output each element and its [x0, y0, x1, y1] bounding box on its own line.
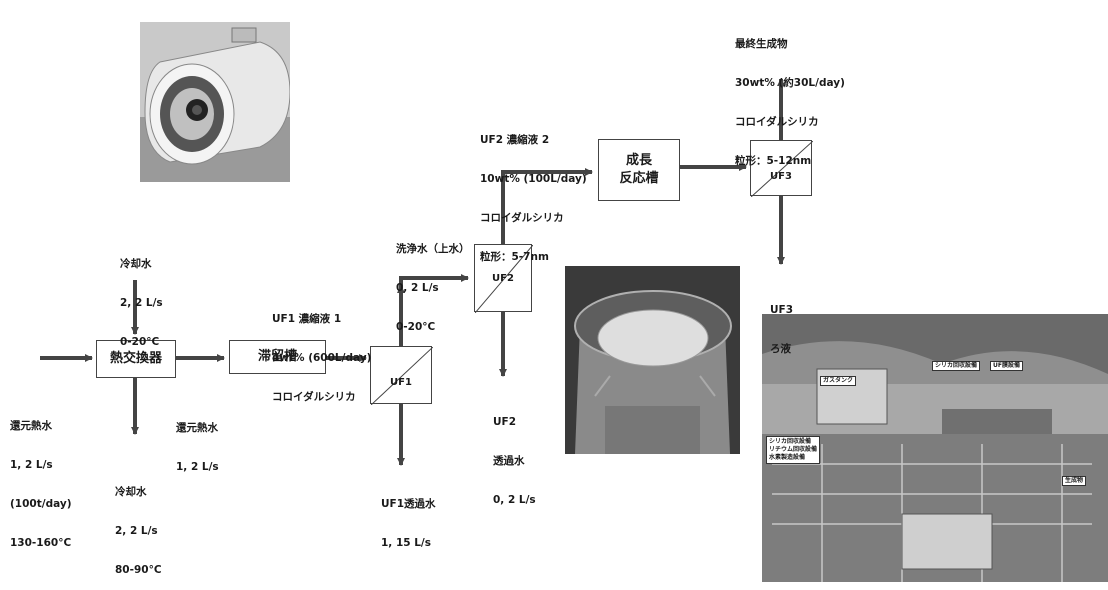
tank-photo	[565, 266, 740, 454]
uf2-concentrate-text: UF2 濃縮液 2 10wt% (100L/day) コロイダルシリカ 粒形：5…	[480, 108, 587, 277]
final-product-text: 最終生成物 30wt% (約30L/day) コロイダルシリカ 粒形：5-12n…	[735, 12, 845, 181]
uf3-filtrate-line-1: UF3	[770, 304, 794, 316]
membrane-housing-photo	[140, 22, 290, 182]
uf1-concentrate-text: UF1 濃縮液 1 4wt% (600L/day) コロイダルシリカ	[272, 287, 371, 417]
wash-water-line-3: 0-20°C	[396, 321, 436, 333]
uf3-filtrate-text: UF3 ろ液	[770, 278, 793, 369]
growth-tank-label-1: 成長	[625, 153, 652, 168]
uf2-perm-line-3: 0, 2 L/s	[493, 494, 536, 506]
growth-tank-label-2: 反応槽	[619, 171, 659, 186]
uf2-conc-line-1: UF2 濃縮液 2	[480, 134, 550, 146]
cooling-in-line-1: 冷却水	[120, 258, 152, 270]
final-product-line-2: 30wt% (約30L/day)	[735, 77, 845, 89]
geo-return-text: 還元熱水 1, 2 L/s	[176, 396, 219, 487]
uf1-conc-line-1: UF1 濃縮液 1	[272, 313, 342, 325]
uf2-to-growth-arrow	[501, 168, 593, 244]
cooling-out-text: 冷却水 2, 2 L/s 80-90°C	[115, 460, 162, 590]
uf2-conc-line-4: 粒形：5-7nm	[480, 251, 549, 263]
geo-in-line-1: 還元熱水	[10, 420, 52, 432]
heat-exchanger-label: 熱交換器	[109, 351, 162, 366]
uf2-conc-line-3: コロイダルシリカ	[480, 212, 564, 224]
site-label-group: シリカ回収設備 リチウム回収設備 水素製造設備	[766, 436, 821, 464]
geo-return-line-1: 還元熱水	[176, 422, 218, 434]
uf2-perm-line-2: 透過水	[493, 455, 525, 467]
geo-return-line-2: 1, 2 L/s	[176, 461, 219, 473]
uf1-perm-line-1: UF1透過水	[381, 498, 436, 510]
uf1-filter: UF1	[370, 346, 433, 405]
uf1-conc-line-3: コロイダルシリカ	[272, 391, 356, 403]
geo-in-text: 還元熱水 1, 2 L/s (100t/day) 130-160°C	[10, 394, 72, 563]
wash-water-text: 洗浄水（上水） 0, 2 L/s 0-20°C	[396, 217, 470, 347]
wash-water-line-2: 0, 2 L/s	[396, 282, 439, 294]
heat-exchanger-box: 熱交換器	[96, 340, 176, 378]
final-product-line-1: 最終生成物	[735, 38, 788, 50]
geo-in-line-3: (100t/day)	[10, 498, 72, 510]
uf3-filtrate-line-2: ろ液	[770, 343, 791, 355]
site-label-2: ガスタンク	[820, 376, 857, 386]
plant-site-photo: シリカ回収設備 ガスタンク UF膜設備 生成物 シリカ回収設備 リチウム回収設備…	[762, 314, 1108, 582]
uf2-filter: UF2	[474, 244, 533, 313]
geo-in-line-2: 1, 2 L/s	[10, 459, 53, 471]
site-label-1: シリカ回収設備	[932, 361, 981, 371]
cooling-out-line-3: 80-90°C	[115, 564, 162, 576]
site-label-5: シリカ回収設備	[769, 438, 812, 445]
retention-tank-label: 滞留槽	[257, 349, 297, 364]
uf2-label: UF2	[492, 273, 514, 284]
cooling-out-line-2: 2, 2 L/s	[115, 525, 158, 537]
cooling-in-line-3: 0-20°C	[120, 336, 160, 348]
retention-tank-box: 滞留槽	[229, 340, 326, 374]
site-label-3: UF膜設備	[990, 361, 1023, 371]
cooling-in-text: 冷却水 2, 2 L/s 0-20°C	[120, 232, 163, 362]
uf3-label: UF3	[770, 171, 792, 182]
site-label-7: 水素製造設備	[769, 454, 806, 461]
uf2-perm-line-1: UF2	[493, 416, 517, 428]
final-product-line-4: 粒形：5-12nm	[735, 155, 812, 167]
uf1-conc-line-2: 4wt% (600L/day)	[272, 352, 372, 364]
uf1-label: UF1	[390, 377, 412, 388]
final-product-line-3: コロイダルシリカ	[735, 116, 819, 128]
uf2-conc-line-2: 10wt% (100L/day)	[480, 173, 587, 185]
cooling-out-line-1: 冷却水	[115, 486, 147, 498]
cooling-in-line-2: 2, 2 L/s	[120, 297, 163, 309]
site-label-6: リチウム回収設備	[769, 446, 818, 453]
uf3-filter: UF3	[750, 140, 813, 197]
site-label-4: 生成物	[1062, 476, 1087, 486]
uf1-permeate-text: UF1透過水 1, 15 L/s	[381, 472, 436, 563]
wash-water-line-1: 洗浄水（上水）	[396, 243, 470, 255]
geo-in-line-4: 130-160°C	[10, 537, 72, 549]
uf1-perm-line-2: 1, 15 L/s	[381, 537, 431, 549]
uf2-permeate-text: UF2 透過水 0, 2 L/s	[493, 390, 536, 520]
growth-tank-box: 成長 反応槽	[598, 139, 680, 201]
